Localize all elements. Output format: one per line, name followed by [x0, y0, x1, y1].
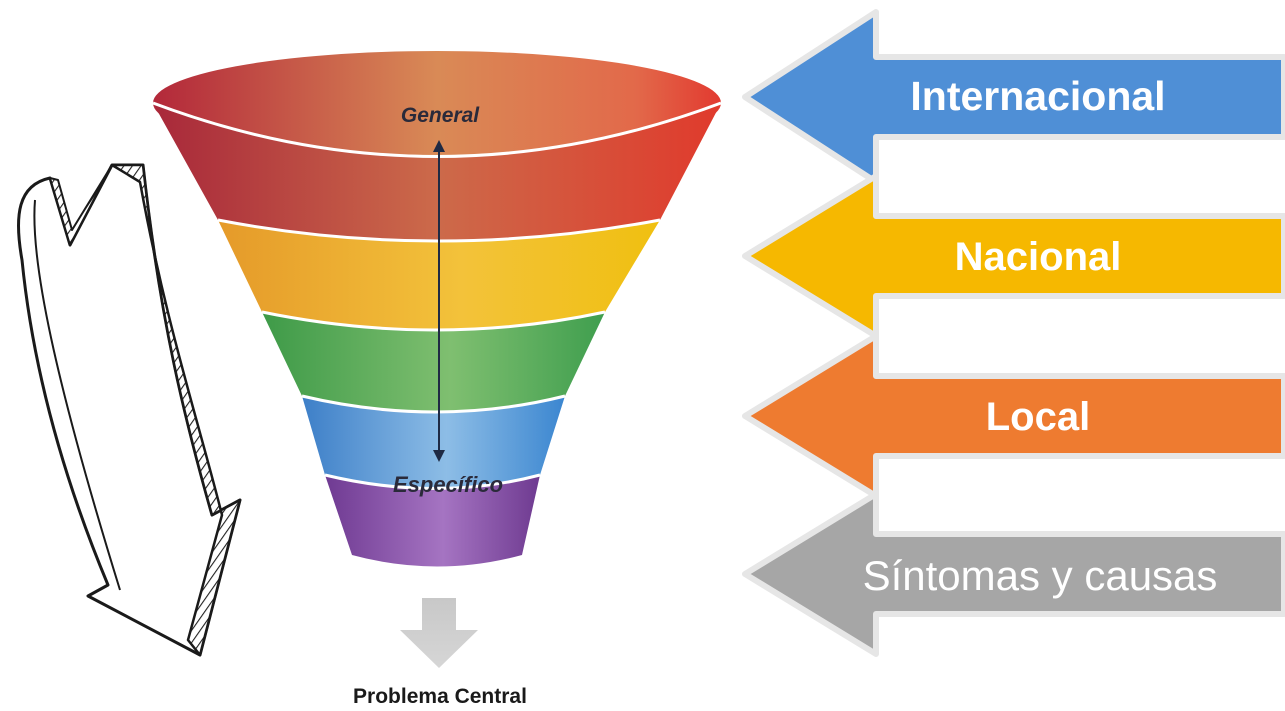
- funnel-bottom-label: Específico: [393, 472, 503, 497]
- curved-arrow-icon: [16, 163, 242, 657]
- funnel-layer-green: [262, 312, 605, 412]
- level-label: Síntomas y causas: [863, 552, 1218, 599]
- level-arrow-internacional: Internacional: [742, 9, 1285, 185]
- level-arrow-nacional: Nacional: [742, 173, 1285, 339]
- level-label: Local: [986, 395, 1090, 439]
- general-to-specific-arrow: [433, 140, 445, 462]
- level-arrow-sintomas: Síntomas y causas: [742, 491, 1285, 657]
- level-arrow-local: Local: [742, 333, 1285, 499]
- down-arrow-icon: [400, 598, 478, 668]
- funnel-layer-blue: [302, 396, 565, 489]
- funnel-layer-red: [153, 103, 721, 241]
- funnel-rim: [153, 51, 721, 155]
- central-problem-label: Problema Central: [353, 685, 527, 708]
- level-label: Internacional: [910, 73, 1165, 119]
- funnel: General Específico: [152, 51, 722, 567]
- level-label: Nacional: [955, 235, 1122, 279]
- funnel-layer-purple: [325, 475, 540, 567]
- funnel-top-label: General: [401, 104, 480, 127]
